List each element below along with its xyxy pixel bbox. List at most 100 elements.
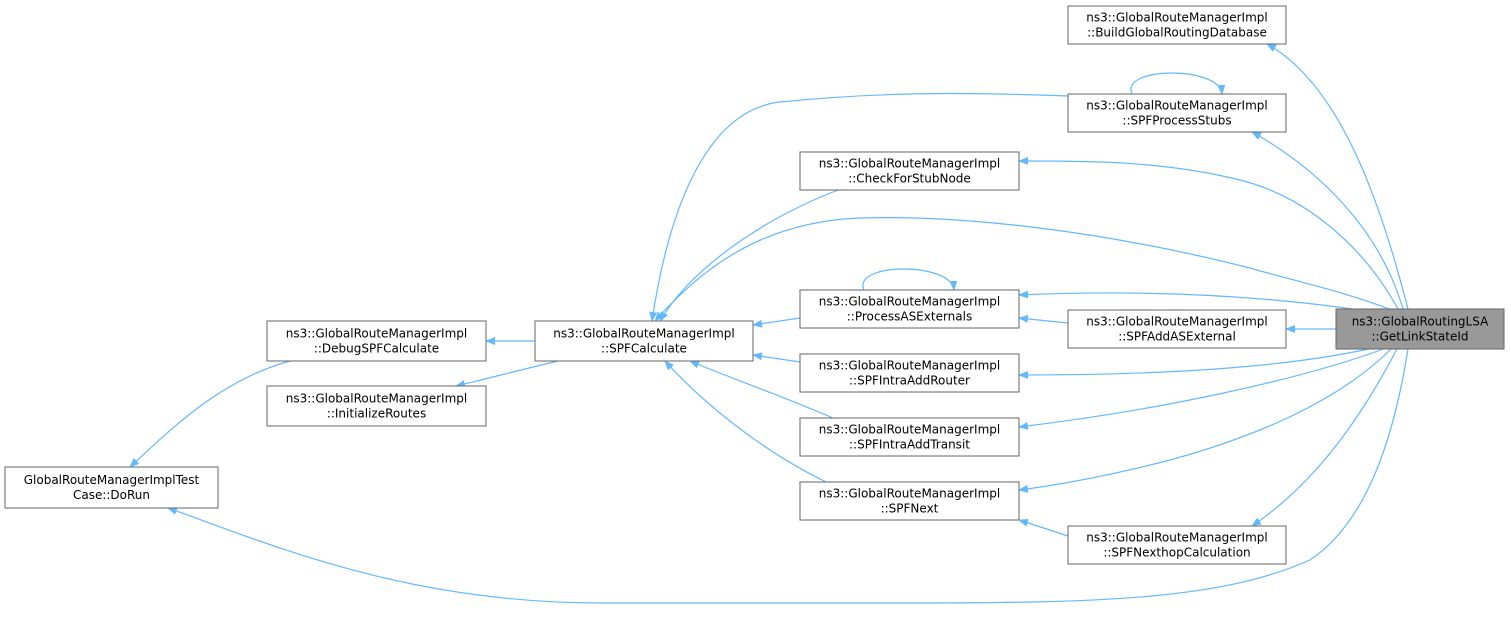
node-box bbox=[799, 417, 1020, 457]
edge-line bbox=[1018, 348, 1392, 493]
nodes-layer: ns3::GlobalRoutingLSA::GetLinkStateIdns3… bbox=[4, 5, 1505, 565]
edge-nexthop-to-spfnext bbox=[1018, 518, 1069, 537]
node-label-line-1: ns3::GlobalRouteManagerImpl bbox=[819, 157, 1000, 171]
node-box bbox=[799, 289, 1020, 329]
edge-line bbox=[129, 360, 291, 468]
edge-getlink-to-intratransit bbox=[1018, 347, 1387, 430]
node-label-line-1: ns3::GlobalRouteManagerImpl bbox=[553, 327, 734, 341]
edge-line bbox=[752, 317, 801, 328]
node-label-line-2: ::SPFIntraAddTransit bbox=[849, 438, 970, 452]
edge-getlink-to-nexthop bbox=[1251, 348, 1398, 527]
node-label-line-1: ns3::GlobalRouteManagerImpl bbox=[1086, 531, 1267, 545]
edge-line bbox=[752, 352, 801, 363]
edge-intrarouter-to-spfcalc bbox=[752, 352, 801, 363]
edge-line bbox=[1130, 72, 1226, 95]
edge-line bbox=[1251, 131, 1404, 310]
node-initroutes[interactable]: ns3::GlobalRouteManagerImpl::InitializeR… bbox=[266, 385, 487, 427]
node-debugspf[interactable]: ns3::GlobalRouteManagerImpl::DebugSPFCal… bbox=[266, 320, 487, 362]
edge-getlink-to-spfcalc bbox=[654, 217, 1393, 322]
node-label-line-1: ns3::GlobalRouteManagerImpl bbox=[1086, 315, 1267, 329]
node-spfnext[interactable]: ns3::GlobalRouteManagerImpl::SPFNext bbox=[799, 481, 1020, 521]
edge-line bbox=[1018, 156, 1399, 310]
node-addase[interactable]: ns3::GlobalRouteManagerImpl::SPFAddASExt… bbox=[1067, 309, 1287, 349]
node-nexthop[interactable]: ns3::GlobalRouteManagerImpl::SPFNexthopC… bbox=[1067, 525, 1287, 565]
node-intrarouter[interactable]: ns3::GlobalRouteManagerImpl::SPFIntraAdd… bbox=[799, 353, 1020, 393]
node-label-line-2: ::SPFNexthopCalculation bbox=[1103, 546, 1250, 560]
edge-spfcalc-to-initroutes bbox=[455, 360, 559, 388]
node-label-line-1: ns3::GlobalRouteManagerImpl bbox=[1086, 11, 1267, 25]
node-label-line-2: Case::DoRun bbox=[73, 488, 150, 502]
node-label-line-1: GlobalRouteManagerImplTest bbox=[24, 473, 200, 487]
edge-line bbox=[1018, 344, 1387, 379]
edge-getlink-to-checkstub bbox=[1018, 156, 1399, 310]
edge-line bbox=[1266, 43, 1409, 310]
node-procase[interactable]: ns3::GlobalRouteManagerImpl::ProcessASEx… bbox=[799, 289, 1020, 329]
node-checkstub[interactable]: ns3::GlobalRouteManagerImpl::CheckForStu… bbox=[799, 151, 1020, 191]
node-label-line-1: ns3::GlobalRouteManagerImpl bbox=[819, 423, 1000, 437]
node-label-line-1: ns3::GlobalRouteManagerImpl bbox=[819, 359, 1000, 373]
edge-stubs-to-stubs bbox=[1130, 72, 1226, 95]
edge-line bbox=[659, 189, 839, 322]
edge-line bbox=[862, 268, 958, 291]
edge-debugspf-to-testcase bbox=[129, 360, 291, 468]
node-label-line-1: ns3::GlobalRouteManagerImpl bbox=[286, 392, 467, 406]
edge-procase-to-procase bbox=[862, 268, 958, 291]
edge-line bbox=[167, 348, 1409, 604]
edge-getlink-to-spfnext bbox=[1018, 348, 1392, 493]
node-box bbox=[799, 481, 1020, 521]
node-box bbox=[1067, 93, 1287, 133]
node-label-line-1: ns3::GlobalRouteManagerImpl bbox=[286, 327, 467, 341]
edge-procase-to-spfcalc bbox=[752, 317, 801, 328]
node-stubs[interactable]: ns3::GlobalRouteManagerImpl::SPFProcessS… bbox=[1067, 93, 1287, 133]
edge-spfnext-to-spfcalc bbox=[664, 360, 827, 483]
node-box bbox=[799, 151, 1020, 191]
node-label-line-2: ::BuildGlobalRoutingDatabase bbox=[1087, 26, 1267, 40]
edge-line bbox=[1251, 348, 1398, 527]
node-label-line-1: ns3::GlobalRouteManagerImpl bbox=[819, 295, 1000, 309]
edge-line bbox=[664, 360, 827, 483]
node-getlink[interactable]: ns3::GlobalRoutingLSA::GetLinkStateId bbox=[1335, 308, 1505, 350]
edge-line bbox=[1018, 518, 1069, 537]
edge-checkstub-to-spfcalc bbox=[659, 189, 839, 322]
edge-getlink-to-intrarouter bbox=[1018, 344, 1387, 379]
edge-line bbox=[689, 360, 834, 419]
edge-line bbox=[455, 360, 559, 388]
edge-addase-to-procase bbox=[1018, 314, 1069, 324]
edge-line bbox=[649, 92, 1069, 322]
edge-line bbox=[1018, 314, 1069, 324]
edge-line bbox=[1018, 347, 1387, 430]
node-label-line-1: ns3::GlobalRouteManagerImpl bbox=[819, 487, 1000, 501]
edges-layer bbox=[129, 43, 1409, 604]
node-label-line-1: ns3::GlobalRoutingLSA bbox=[1352, 315, 1489, 329]
node-label-line-2: ::GetLinkStateId bbox=[1372, 330, 1469, 344]
edge-line bbox=[654, 217, 1393, 322]
node-label-line-1: ns3::GlobalRouteManagerImpl bbox=[1086, 99, 1267, 113]
node-label-line-2: ::SPFAddASExternal bbox=[1118, 330, 1236, 344]
node-box bbox=[1067, 309, 1287, 349]
edge-getlink-to-stubs bbox=[1251, 131, 1404, 310]
edge-getlink-to-testcase bbox=[167, 348, 1409, 604]
node-box bbox=[799, 353, 1020, 393]
node-box bbox=[4, 466, 219, 509]
node-label-line-2: ::SPFIntraAddRouter bbox=[849, 374, 970, 388]
node-spfcalc[interactable]: ns3::GlobalRouteManagerImpl::SPFCalculat… bbox=[534, 320, 754, 362]
node-label-line-2: ::SPFProcessStubs bbox=[1122, 114, 1231, 128]
edge-getlink-to-buildgrd bbox=[1266, 43, 1409, 310]
node-box bbox=[266, 385, 487, 427]
node-label-line-2: ::CheckForStubNode bbox=[848, 172, 971, 186]
node-buildgrd[interactable]: ns3::GlobalRouteManagerImpl::BuildGlobal… bbox=[1067, 5, 1287, 45]
node-label-line-2: ::DebugSPFCalculate bbox=[314, 342, 439, 356]
node-box bbox=[1335, 308, 1505, 350]
node-label-line-2: ::SPFNext bbox=[881, 502, 939, 516]
node-box bbox=[1067, 525, 1287, 565]
node-box bbox=[1067, 5, 1287, 45]
node-label-line-2: ::ProcessASExternals bbox=[847, 310, 972, 324]
node-box bbox=[266, 320, 487, 362]
node-label-line-2: ::SPFCalculate bbox=[601, 342, 687, 356]
node-box bbox=[534, 320, 754, 362]
edge-intratransit-to-spfcalc bbox=[689, 360, 834, 419]
edge-stubs-to-spfcalc bbox=[649, 92, 1069, 322]
node-intratransit[interactable]: ns3::GlobalRouteManagerImpl::SPFIntraAdd… bbox=[799, 417, 1020, 457]
